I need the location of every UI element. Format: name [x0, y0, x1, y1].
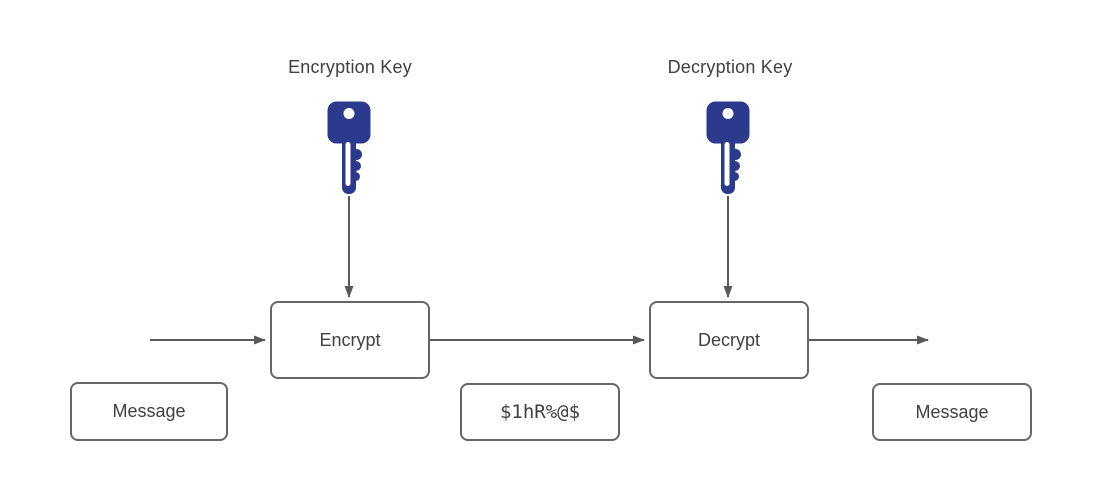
decrypt-box: Decrypt: [649, 301, 809, 379]
key-icon: [706, 101, 750, 194]
encryption-key-label: Encryption Key: [288, 57, 412, 77]
output-message-box: Message: [872, 383, 1032, 441]
ciphertext-box: $1hR%@$: [460, 383, 620, 441]
key-icon: [327, 101, 371, 194]
encrypt-box: Encrypt: [270, 301, 430, 379]
decryption-key-label: Decryption Key: [667, 57, 793, 77]
input-message-box: Message: [70, 382, 228, 441]
